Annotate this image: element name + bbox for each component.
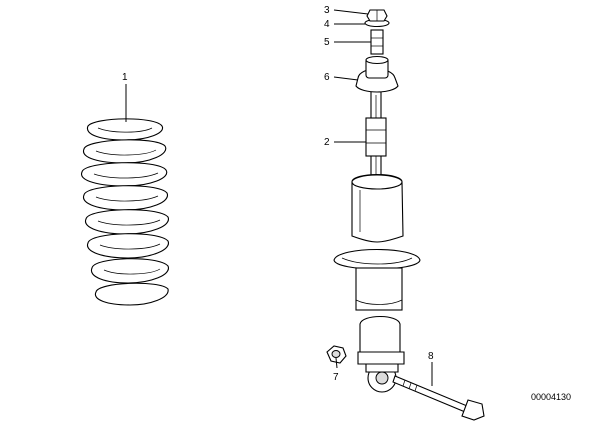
leader-lines	[125, 9, 433, 386]
callout-4: 4	[324, 19, 330, 30]
leader-line-6	[333, 76, 359, 81]
callout-7: 7	[333, 372, 339, 383]
document-number: 00004130	[531, 392, 571, 402]
leader-line-7	[335, 357, 338, 369]
callout-8: 8	[428, 351, 434, 362]
coil-spring	[81, 118, 169, 306]
hex-bolt	[392, 375, 485, 421]
callout-1: 1	[122, 72, 128, 83]
callout-2: 2	[324, 137, 330, 148]
callout-5: 5	[324, 37, 330, 48]
callout-6: 6	[324, 72, 330, 83]
leader-line-3	[333, 9, 369, 15]
self-locking-nut	[326, 345, 347, 364]
callout-3: 3	[324, 5, 330, 16]
shock-absorber	[333, 9, 421, 393]
